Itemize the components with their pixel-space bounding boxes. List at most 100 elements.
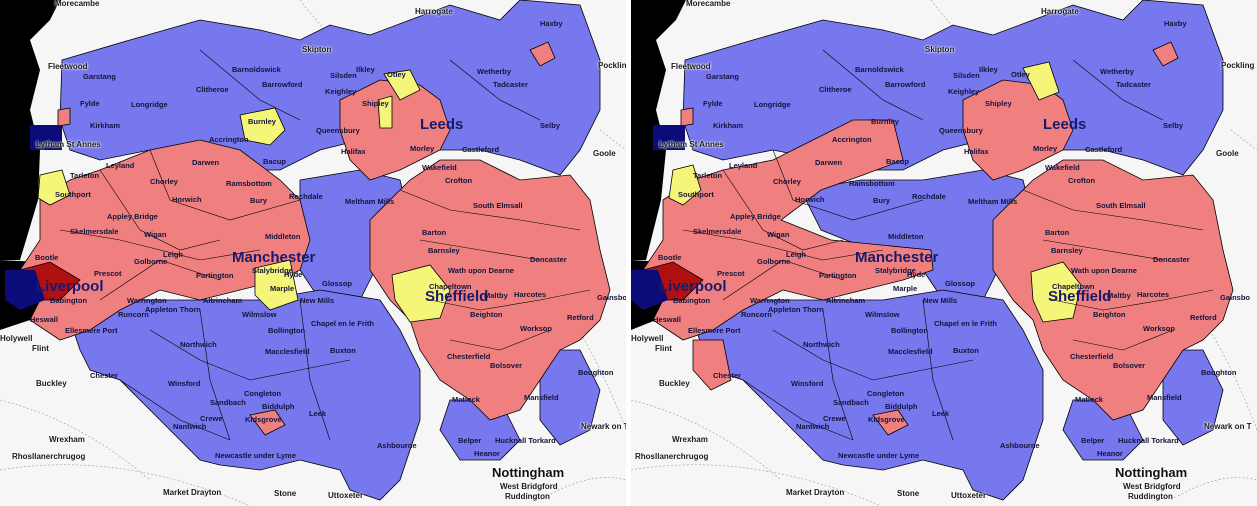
place-label: Leek [932,409,950,418]
place-label: Barton [1045,228,1070,237]
place-label: Morley [1033,144,1058,153]
place-label: Ellesmere Port [65,326,118,335]
place-label: Buxton [330,346,356,355]
region-yellow-marple [254,259,299,311]
place-label: Leeds [420,116,464,133]
place-label: Ilkley [356,65,375,74]
place-label: Ashbourne [1000,441,1040,450]
place-label: Leyland [729,161,758,170]
place-label: Market Drayton [786,488,845,497]
place-label: New Mills [300,296,335,305]
place-label: Accrington [209,135,249,144]
place-label: Mansfield [1147,393,1182,402]
place-label: Wilmslow [865,310,900,319]
place-label: Sheffield [425,288,489,305]
place-label: Queensbury [939,126,983,135]
place-label: Skipton [925,45,955,54]
place-label: Golborne [757,257,791,266]
place-label: Halifax [341,147,366,156]
region-yellow-southport [668,164,702,206]
place-label: Barnsley [428,246,460,255]
place-label: Ramsbottom [849,179,895,188]
place-label: Goole [1216,149,1239,158]
place-label: Flint [655,344,672,353]
place-label: Partington [819,271,857,280]
place-label: Wilmslow [242,310,277,319]
place-label: Congleton [867,389,905,398]
place-label: Harcotes [514,290,547,299]
region-yellow-burnley [239,107,286,146]
place-label: Golborne [134,257,168,266]
region-red-kidsgrove [249,409,286,436]
place-label: Northwich [803,340,840,349]
place-label: Newark on T [581,422,626,431]
place-label: South Elmsall [473,201,523,210]
place-label: Crofton [1068,176,1096,185]
place-label: Wath upon Dearne [448,266,514,275]
place-label: Bolsover [490,361,523,370]
region-yellow-southport [37,169,71,206]
place-label: Worksop [520,324,552,333]
place-label: Belper [1081,436,1105,445]
place-label: Boughton [578,368,614,377]
place-label: Fleetwood [48,62,88,71]
place-label: Newcastle under Lyme [215,451,297,460]
place-label: Meltham Mills [345,197,395,206]
place-label: Nantwich [796,422,830,431]
place-label: Retford [1190,313,1217,322]
region-red-kirkham [680,107,694,127]
place-label: Morecambe [686,0,731,8]
region-red-kidsgrove [872,409,909,436]
place-label: Burnley [871,117,899,126]
place-label: Maltby [1107,291,1131,300]
region-red-haxby [529,41,556,67]
place-label: Hucknall Torkard [495,436,556,445]
place-label: Wrexham [49,435,85,444]
place-label: Prescot [717,269,745,278]
place-label: Heswall [30,315,58,324]
place-label: Prescot [94,269,122,278]
place-label: Meltham Mills [968,197,1018,206]
place-label: Winsford [168,379,201,388]
place-label: Garstang [83,72,116,81]
place-label: Flint [32,344,49,353]
place-label: Beighton [470,310,503,319]
place-label: Harrogate [415,7,453,16]
place-label: Skelmersdale [693,227,742,236]
region-darkblue-lytham [653,125,685,150]
place-label: Ashbourne [377,441,417,450]
place-label: Market Drayton [163,488,222,497]
place-label: Keighley [325,87,357,96]
place-label: Barnoldswick [232,65,281,74]
place-label: Castleford [462,145,500,154]
place-label: Wigan [144,230,167,239]
place-label: Tadcaster [493,80,528,89]
place-label: Stalybridge [875,266,916,275]
place-label: Kirkham [90,121,121,130]
place-label: Fylde [703,99,723,108]
place-label: Glossop [322,279,353,288]
place-label: Crewe [200,414,223,423]
place-label: Warrington [127,296,167,305]
map-left[interactable]: MorecambeSkiptonHarrogateHaxbyPocklingFl… [0,0,626,506]
place-label: Silsden [953,71,980,80]
place-label: Newcastle under Lyme [838,451,920,460]
place-label: Appleton Thorn [768,305,824,314]
panel-divider [626,0,631,506]
boundary-lines [59,49,591,441]
place-label: Haxby [1164,19,1187,28]
region-yellow-sheffield [391,264,451,323]
place-label: Wath upon Dearne [1071,266,1137,275]
place-label: Leeds [1043,116,1087,133]
place-label: Appley Bridge [107,212,158,221]
place-label: Glossop [945,279,976,288]
place-label: Barrowford [885,80,926,89]
place-label: Barrowford [262,80,303,89]
region-red-haxby [1152,41,1179,67]
place-label: Southport [55,190,91,199]
place-label: Nottingham [1115,465,1188,480]
place-label: Manchester [855,249,939,266]
place-label: Heanor [474,449,500,458]
